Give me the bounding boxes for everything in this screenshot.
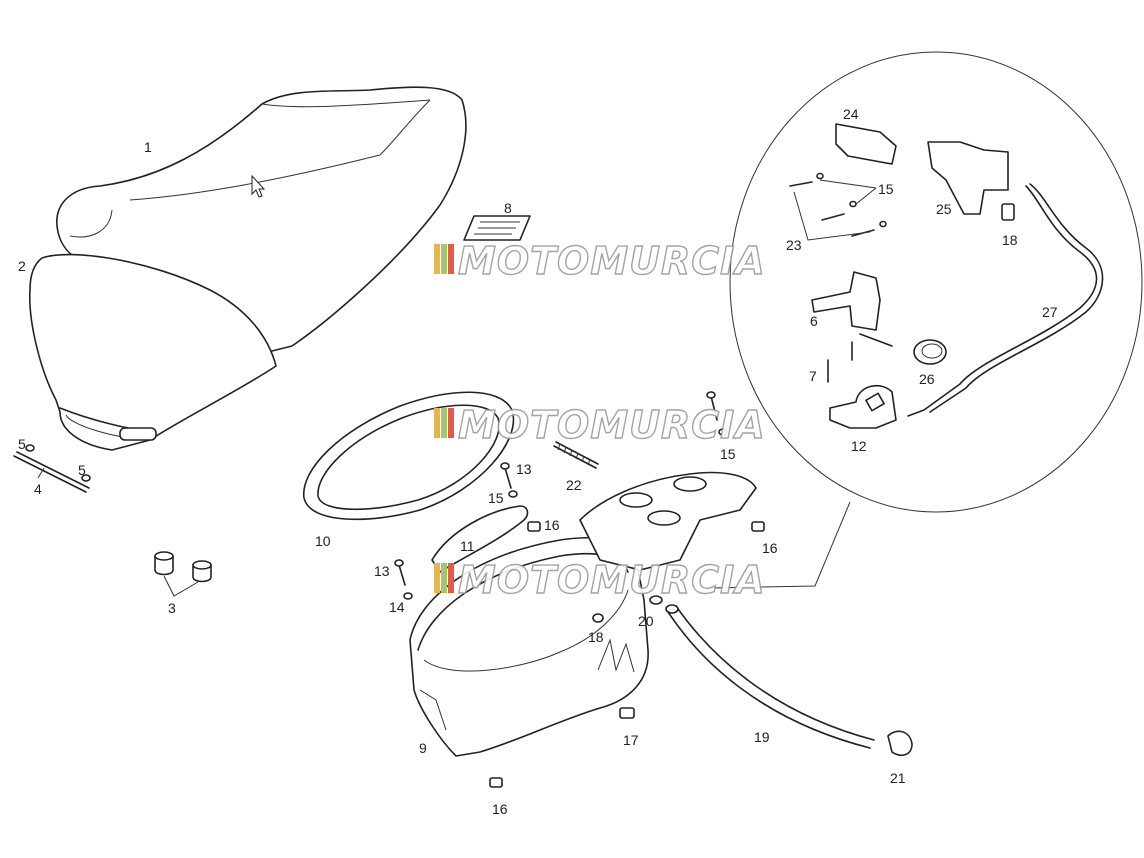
svg-text:MOTOMURCIA: MOTOMURCIA <box>458 558 766 602</box>
callout-27: 27 <box>1042 304 1058 320</box>
callout-8: 8 <box>504 200 512 216</box>
svg-text:MOTOMURCIA: MOTOMURCIA <box>458 239 766 283</box>
callout-15-detail: 15 <box>878 181 894 197</box>
sticker-part-8 <box>463 215 531 241</box>
callout-20: 20 <box>638 613 654 629</box>
svg-text:MOTOMURCIA: MOTOMURCIA <box>458 403 766 447</box>
rubber-buffer-part-3 <box>154 551 212 597</box>
callout-3: 3 <box>168 600 176 616</box>
callout-26: 26 <box>919 371 935 387</box>
callout-9: 9 <box>419 740 427 756</box>
callout-23: 23 <box>786 237 802 253</box>
callout-4: 4 <box>34 481 42 497</box>
cover-plate-part-11 <box>431 505 529 573</box>
callout-19: 19 <box>754 729 770 745</box>
callout-18-detail: 18 <box>1002 232 1018 248</box>
spring-part-22 <box>553 441 599 469</box>
detail-leader-line <box>711 501 851 589</box>
callout-16-right: 16 <box>762 540 778 556</box>
mouse-pointer-icon <box>251 174 266 198</box>
hinge-pin-part-4 <box>13 444 91 493</box>
callout-10: 10 <box>315 533 331 549</box>
callout-1: 1 <box>144 139 152 155</box>
callout-6: 6 <box>810 313 818 329</box>
callout-7: 7 <box>809 368 817 384</box>
callout-22: 22 <box>566 477 582 493</box>
callout-15-center: 15 <box>488 490 504 506</box>
callout-5-right: 5 <box>78 462 86 478</box>
callout-16-bottom: 16 <box>492 801 508 817</box>
drain-tube-part-19 <box>649 595 913 757</box>
watermark-middle: MOTOMURCIA <box>434 402 766 448</box>
callout-15-right: 15 <box>720 446 736 462</box>
helmet-compartment-part-9 <box>409 471 757 757</box>
callout-25: 25 <box>936 201 952 217</box>
seat-base-part-2 <box>28 253 277 451</box>
callout-labels: 1 2 3 4 5 5 8 10 11 13 15 16 22 15 16 13… <box>18 106 1058 817</box>
fasteners <box>394 391 765 788</box>
callout-11: 11 <box>460 538 475 554</box>
callout-17: 17 <box>623 732 639 748</box>
callout-14: 14 <box>389 599 405 615</box>
watermark-bottom: MOTOMURCIA <box>434 557 766 603</box>
callout-21: 21 <box>890 770 906 786</box>
callout-24: 24 <box>843 106 859 122</box>
callout-5-left: 5 <box>18 436 26 452</box>
callout-2: 2 <box>18 258 26 274</box>
callout-13-upper: 13 <box>516 461 532 477</box>
callout-12: 12 <box>851 438 867 454</box>
watermark-top: MOTOMURCIA <box>434 238 766 284</box>
callout-18-center: 18 <box>588 629 604 645</box>
callout-16-center: 16 <box>544 517 560 533</box>
callout-13-lower: 13 <box>374 563 390 579</box>
detail-circle <box>729 51 1143 513</box>
